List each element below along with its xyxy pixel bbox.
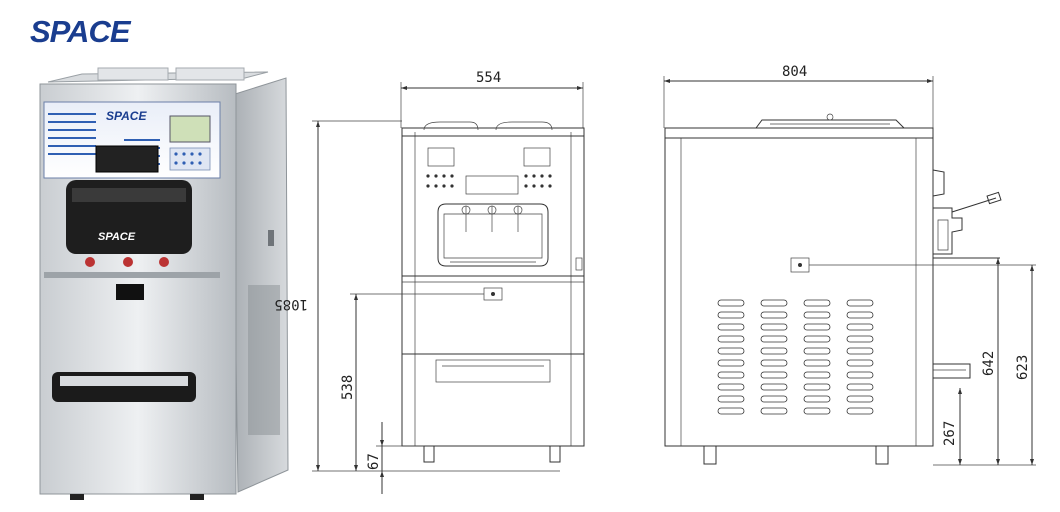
nozzle-center	[123, 257, 133, 267]
nozzle-left	[85, 257, 95, 267]
cone-holder	[95, 145, 159, 173]
side-depth-label: 804	[782, 64, 807, 80]
front-width-label: 554	[476, 70, 501, 86]
control-panel-stripes-left	[48, 113, 96, 155]
side-body-outline	[664, 127, 934, 447]
side-view-drawing: 804	[663, 64, 1036, 466]
front-switch	[116, 284, 144, 300]
front-foot-right	[549, 445, 561, 463]
drip-tray-grid	[60, 376, 188, 386]
hopper-lid-left	[97, 67, 169, 81]
machine-photo: SPACE SPACE	[39, 67, 289, 500]
front-keys-left	[426, 174, 454, 188]
dispenser-levers	[72, 188, 186, 202]
front-drip-tray	[435, 359, 551, 383]
side-vent-grille	[248, 285, 280, 435]
front-hopper-left	[423, 121, 479, 131]
front-dispenser-head	[437, 203, 549, 267]
side-latch	[268, 230, 274, 246]
total-height-label: 1085	[274, 296, 308, 312]
front-keys-right	[524, 174, 552, 188]
dispenser-logo-text: SPACE	[98, 231, 136, 243]
foot-front-left	[70, 494, 84, 500]
side-foot-left	[703, 445, 717, 465]
side-tray-height-label: 267	[942, 421, 958, 446]
foot-front-right	[190, 494, 204, 500]
side-panel-height-label: 642	[981, 351, 997, 376]
side-vents	[717, 299, 874, 415]
hopper-lid-right	[175, 67, 245, 81]
front-hopper-right	[495, 121, 553, 131]
front-view-drawing: 554	[274, 70, 585, 494]
tray-height-label: 538	[340, 375, 356, 400]
lcd-screen	[169, 115, 211, 143]
front-side-latch	[575, 257, 583, 271]
side-foot-right	[875, 445, 889, 465]
front-body-outline	[401, 127, 585, 447]
nozzle-right	[159, 257, 169, 267]
side-dispenser-profile	[932, 169, 1002, 259]
brand-logo-text: SPACE	[30, 14, 131, 49]
keypad	[169, 147, 211, 171]
side-spout-height-label: 623	[1015, 355, 1031, 380]
panel-seam	[44, 272, 220, 278]
panel-logo-text: SPACE	[106, 109, 147, 123]
brand-logo: SPACE	[30, 14, 142, 54]
front-cone-holder	[465, 175, 519, 195]
front-screen-right	[523, 147, 551, 167]
side-drip-tray	[932, 363, 971, 379]
front-screen-left	[427, 147, 455, 167]
foot-height-label: 67	[366, 453, 382, 470]
front-foot-left	[423, 445, 435, 463]
